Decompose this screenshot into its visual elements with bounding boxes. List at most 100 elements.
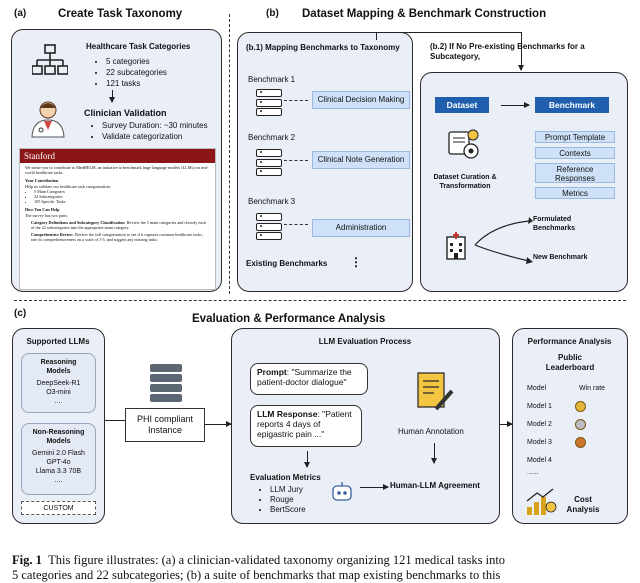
panel-c-title: Evaluation & Performance Analysis xyxy=(192,313,386,325)
categories-item: 22 subcategories xyxy=(106,67,167,78)
panel-b-title: Dataset Mapping & Benchmark Construction xyxy=(302,8,547,20)
caption-line: This figure illustrates: (a) a clinician… xyxy=(48,553,506,567)
silver-medal-icon xyxy=(575,419,586,430)
down-arrow xyxy=(518,32,524,71)
construction-box: Dataset Benchmark Dataset Curation & Tra… xyxy=(420,72,628,292)
connector-line xyxy=(376,32,522,33)
doctor-icon xyxy=(31,101,65,138)
winrate-header: Win rate xyxy=(579,385,606,392)
supported-title: Supported LLMs xyxy=(26,337,90,346)
caption-line: 5 categories and 22 subcategories; (b) a… xyxy=(12,568,501,582)
server-stack-icon xyxy=(150,364,182,402)
panel-a-label: (a) xyxy=(14,8,27,19)
reasoning-group: Reasoning Models DeepSeek-R1 O3-mini ...… xyxy=(21,353,96,413)
model-header: Model xyxy=(527,385,547,392)
component-metrics: Metrics xyxy=(535,187,615,199)
survey-part1-text: : Review the 5 main categories and class… xyxy=(31,219,206,231)
taxonomy-target: Clinical Note Generation xyxy=(312,151,410,169)
custom-model-slot: CUSTOM xyxy=(21,501,96,515)
survey-brand: Stanford xyxy=(20,149,215,163)
leaderboard-model: Model 3 xyxy=(527,439,552,446)
dataset-label: Dataset xyxy=(435,97,489,113)
curation-icon xyxy=(448,129,479,159)
section-divider xyxy=(14,300,626,301)
reasoning-title: Reasoning Models xyxy=(40,359,77,375)
perf-title: Performance Analysis xyxy=(527,337,612,346)
metrics-list: LLM Jury Rouge BertScore xyxy=(260,485,306,515)
reasoning-model: .... xyxy=(54,398,63,405)
categories-title: Healthcare Task Categories xyxy=(86,42,191,51)
cost-icon xyxy=(526,488,557,515)
response-label: LLM Response xyxy=(257,409,318,419)
down-arrow xyxy=(109,90,115,103)
server-icon xyxy=(256,89,282,118)
connector-line xyxy=(105,420,125,421)
survey-contribution-item: 105 Specific Tasks xyxy=(34,199,210,204)
section-divider xyxy=(229,14,230,294)
hierarchy-icon xyxy=(32,44,68,75)
leaderboard-title: Public Leaderboard xyxy=(545,353,595,372)
survey-part2-text: : Review the full categorization to see … xyxy=(31,232,203,243)
bronze-medal-icon xyxy=(575,437,586,448)
leaderboard-model: Model 1 xyxy=(527,403,552,410)
nonreasoning-model: .... xyxy=(54,477,63,484)
nonreasoning-model: Llama 3.3 70B xyxy=(35,468,82,475)
server-icon xyxy=(256,149,282,178)
panel-c-label: (c) xyxy=(14,308,27,319)
reasoning-model: DeepSeek-R1 xyxy=(36,380,81,387)
prompt-text: : "Summarize the patient-doctor dialogue… xyxy=(257,367,352,388)
robot-icon xyxy=(332,482,352,501)
mapping-box: (b.1) Mapping Benchmarks to Taxonomy Ben… xyxy=(237,32,413,292)
panel-b-label: (b) xyxy=(266,8,279,19)
right-arrow xyxy=(360,484,389,490)
response-bubble: LLM Response: "Patient reports 4 days of… xyxy=(250,405,362,447)
response-text: : "Patient reports 4 days of epigastric … xyxy=(257,409,352,440)
connector-line xyxy=(376,32,377,40)
survey-contribution-item: 22 Subcategories xyxy=(34,194,210,199)
metric-item: Rouge xyxy=(270,495,306,505)
server-icon xyxy=(256,213,282,242)
curation-label: Dataset Curation & Transformation xyxy=(433,174,497,190)
nonreasoning-model: Gemini 2.0 Flash xyxy=(32,450,85,457)
more-indicator: ⋮ xyxy=(350,255,362,269)
phi-instance-box: PHI compliant Instance xyxy=(125,408,205,442)
process-title: LLM Evaluation Process xyxy=(318,337,412,346)
categories-item: 5 categories xyxy=(106,56,167,67)
existing-benchmarks-label: Existing Benchmarks xyxy=(246,259,328,268)
b1-title: (b.1) Mapping Benchmarks to Taxonomy xyxy=(246,43,400,52)
component-reference-responses: Reference Responses xyxy=(535,163,615,183)
categories-list: 5 categories 22 subcategories 121 tasks xyxy=(96,56,167,89)
cost-label: Cost Analysis xyxy=(566,495,600,514)
benchmark-name: Benchmark 1 xyxy=(248,75,296,84)
leaderboard-model: Model 4 xyxy=(527,457,552,464)
dashed-arrow xyxy=(284,224,308,225)
survey-contribution-item: 5 Main Categories xyxy=(34,189,210,194)
nonreasoning-group: Non-Reasoning Models Gemini 2.0 Flash GP… xyxy=(21,423,96,495)
taxonomy-target: Administration xyxy=(312,219,410,237)
benchmark-name: Benchmark 2 xyxy=(248,133,296,142)
survey-part2-title: Comprehensive Review xyxy=(31,232,73,238)
b2-title: (b.2) If No Pre-existing Benchmarks for … xyxy=(430,42,585,61)
nonreasoning-title: Non-Reasoning Models xyxy=(32,429,85,445)
hospital-icon xyxy=(446,232,466,260)
validation-list: Survey Duration: ~30 minutes Validate ca… xyxy=(92,120,208,142)
taxonomy-box: Healthcare Task Categories 5 categories … xyxy=(11,29,222,292)
prompt-label: Prompt xyxy=(257,367,287,377)
leaderboard-model: ...... xyxy=(527,469,539,476)
figure-caption: Fig. 1 This figure illustrates: (a) a cl… xyxy=(12,553,640,583)
new-benchmark-label: New Benchmark xyxy=(533,254,588,261)
leaderboard-model: Model 2 xyxy=(527,421,552,428)
right-arrow xyxy=(501,102,530,108)
performance-box: Performance Analysis Public Leaderboard … xyxy=(512,328,628,524)
benchmark-name: Benchmark 3 xyxy=(248,197,296,206)
component-contexts: Contexts xyxy=(535,147,615,159)
survey-contribution-text: Help us validate our healthcare task cat… xyxy=(25,183,111,189)
validation-item: Survey Duration: ~30 minutes xyxy=(102,120,208,131)
validation-title: Clinician Validation xyxy=(84,108,167,118)
supported-llms-box: Supported LLMs Reasoning Models DeepSeek… xyxy=(12,328,105,524)
human-annotation-label: Human Annotation xyxy=(398,427,464,436)
branch-arrows xyxy=(474,217,533,264)
reasoning-model: O3-mini xyxy=(46,389,71,396)
down-arrow xyxy=(431,443,437,464)
gold-medal-icon xyxy=(575,401,586,412)
